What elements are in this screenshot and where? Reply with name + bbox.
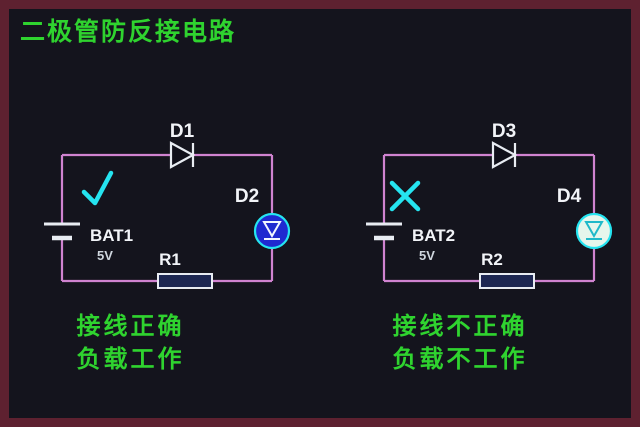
caption-left: 接线正确 负载工作 [38,310,223,376]
caption-right-line2: 负载不工作 [392,346,528,373]
caption-right: 接线不正确 负载不工作 [360,310,560,376]
caption-left-line1: 接线正确 [76,313,185,340]
caption-right-line1: 接线不正确 [392,313,528,340]
caption-left-line2: 负载工作 [76,346,185,373]
page-title: 二极管防反接电路 [20,18,237,46]
